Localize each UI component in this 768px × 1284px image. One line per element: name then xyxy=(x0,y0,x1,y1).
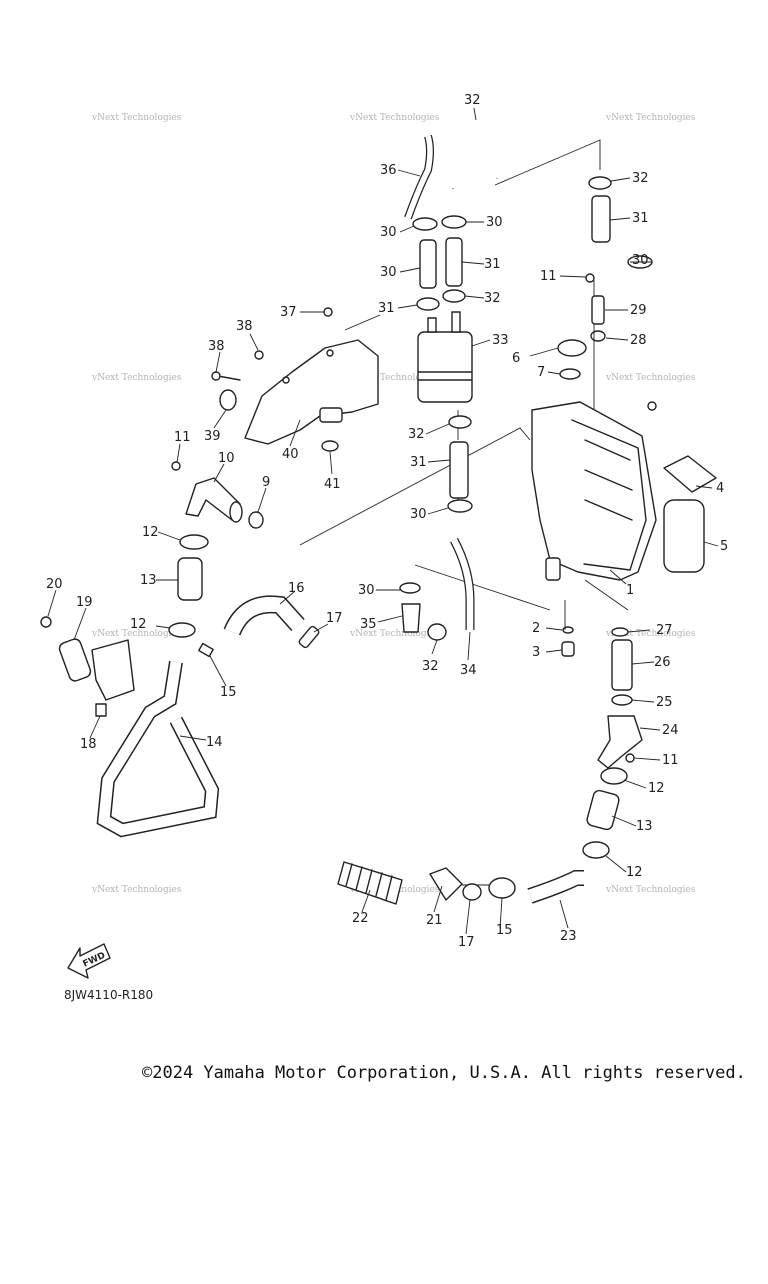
callout-15: 15 xyxy=(220,685,237,700)
callout-12: 12 xyxy=(130,617,147,632)
callout-31: 30 xyxy=(380,265,397,280)
watermark: vNext Technologies xyxy=(349,373,440,383)
watermark: vNext Technologies xyxy=(91,113,182,123)
callout-17: 17 xyxy=(326,611,343,626)
callout-20: 20 xyxy=(46,577,63,592)
callout-11: 11 xyxy=(540,269,557,284)
callout-29: 29 xyxy=(630,303,647,318)
callout-31: 31 xyxy=(632,211,649,226)
watermark: vNext Technologies xyxy=(91,373,182,383)
callout-18: 18 xyxy=(80,737,97,752)
callout-5: 5 xyxy=(720,539,728,554)
part-drawings xyxy=(40,119,717,979)
callout-36: 35 xyxy=(360,617,377,632)
callout-21: 21 xyxy=(426,913,443,928)
leader-lines xyxy=(47,107,719,935)
callout-32: 32 xyxy=(408,427,425,442)
callout-32: 32 xyxy=(632,171,649,186)
callout-labels: 1 2 3 4 5 6 7 9 10 11 11 11 12 12 12 12 … xyxy=(46,93,728,950)
watermark: vNext Technologies xyxy=(605,113,696,123)
callout-30: 30 xyxy=(358,583,375,598)
callout-38: 37 xyxy=(280,305,297,320)
callout-13: 13 xyxy=(636,819,653,834)
callout-12: 12 xyxy=(626,865,643,880)
watermark: vNext Technologies xyxy=(605,373,696,383)
callout-32: 32 xyxy=(484,291,501,306)
diagram-code: 8JW4110-R180 xyxy=(64,988,154,1002)
callout-30: 30 xyxy=(632,253,649,268)
callout-11: 11 xyxy=(174,430,191,445)
callout-17: 17 xyxy=(458,935,475,950)
callout-31: 31 xyxy=(484,257,501,272)
callout-24: 24 xyxy=(662,723,679,738)
callout-38: 38 xyxy=(236,319,253,334)
callout-22: 22 xyxy=(352,911,369,926)
callout-14: 14 xyxy=(206,735,223,750)
callout-6: 6 xyxy=(512,351,520,366)
callout-23: 23 xyxy=(560,929,577,944)
callout-10: 10 xyxy=(218,451,235,466)
callout-25: 25 xyxy=(656,695,673,710)
callout-32: 31 xyxy=(378,301,395,316)
callout-12: 12 xyxy=(142,525,159,540)
callout-16: 16 xyxy=(288,581,305,596)
callout-30: 30 xyxy=(486,215,503,230)
callout-26: 26 xyxy=(654,655,671,670)
callout-42: 41 xyxy=(324,477,341,492)
callout-3: 3 xyxy=(532,645,540,660)
callout-27: 27 xyxy=(656,623,673,638)
callout-9: 9 xyxy=(262,475,270,490)
callout-34: 33 xyxy=(492,333,509,348)
watermark: vNext Technologies xyxy=(605,629,696,639)
callout-40: 39 xyxy=(204,429,221,444)
watermark: vNext Technologies xyxy=(91,885,182,895)
callout-33: 32 xyxy=(464,93,481,108)
callout-15: 15 xyxy=(496,923,513,938)
callout-13: 13 xyxy=(140,573,157,588)
callout-30: 30 xyxy=(380,225,397,240)
watermark: vNext Technologies xyxy=(349,113,440,123)
callout-12: 12 xyxy=(648,781,665,796)
callout-37: 36 xyxy=(380,163,397,178)
callout-19: 19 xyxy=(76,595,93,610)
callout-31: 31 xyxy=(410,455,427,470)
callout-2: 2 xyxy=(532,621,540,636)
copyright-notice: ©2024 Yamaha Motor Corporation, U.S.A. A… xyxy=(142,1063,746,1083)
callout-39: 38 xyxy=(208,339,225,354)
callout-30: 30 xyxy=(410,507,427,522)
callout-35: 34 xyxy=(460,663,477,678)
callout-11: 11 xyxy=(662,753,679,768)
callout-28: 28 xyxy=(630,333,647,348)
callout-4: 4 xyxy=(716,481,724,496)
watermark: vNext Technologies xyxy=(91,629,182,639)
callout-32: 32 xyxy=(422,659,439,674)
watermark: vNext Technologies xyxy=(605,885,696,895)
watermark: vNext Technologies xyxy=(349,629,440,639)
callout-7: 7 xyxy=(537,365,545,380)
callout-41: 40 xyxy=(282,447,299,462)
callout-1: 1 xyxy=(626,583,634,598)
